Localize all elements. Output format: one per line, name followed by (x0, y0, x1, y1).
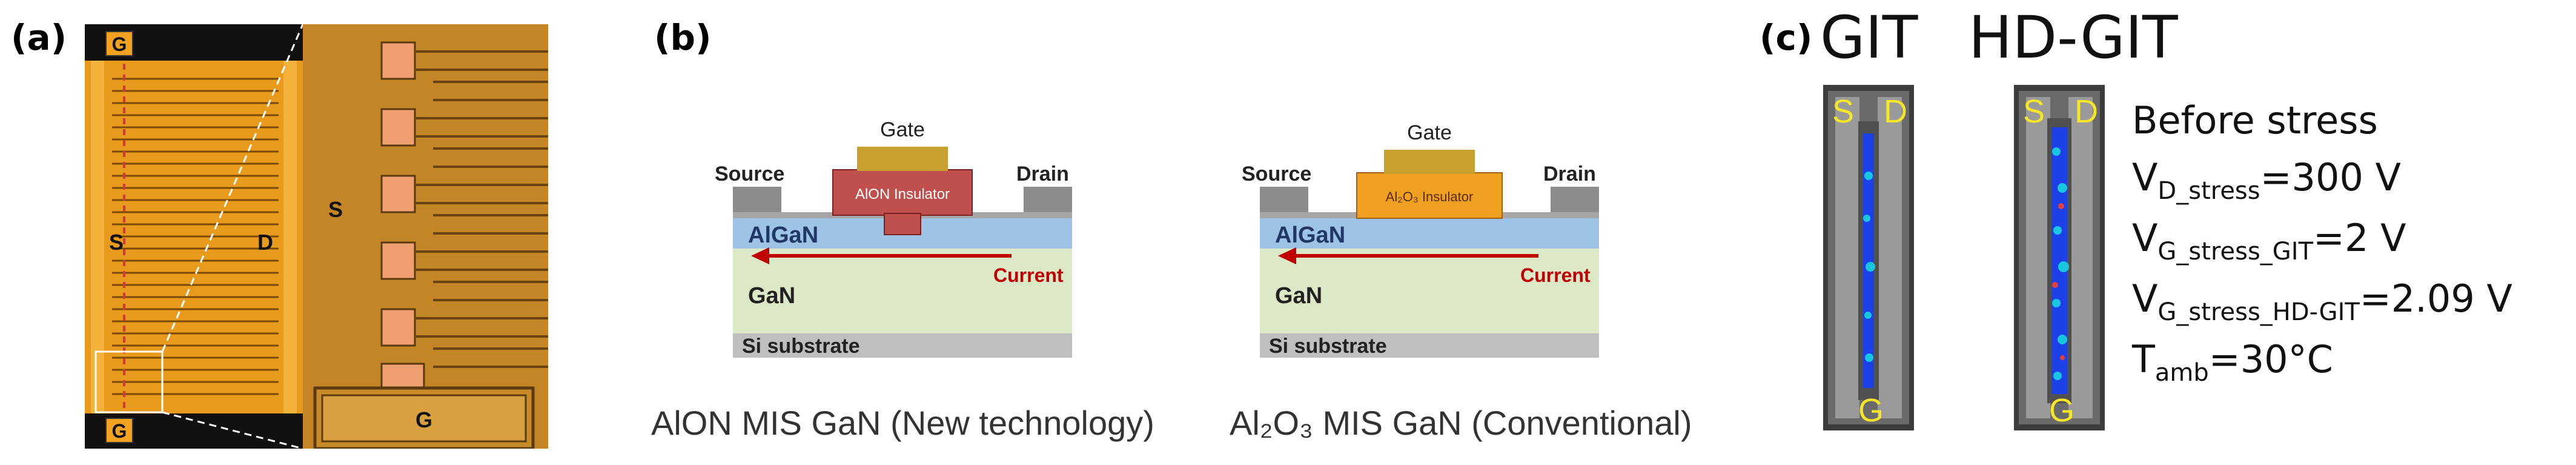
drain-label: Drain (1016, 162, 1069, 186)
insulator-label: Al₂O₃ Insulator (1386, 189, 1474, 204)
substrate-label: Si substrate (1269, 335, 1387, 358)
git-title: GIT (1820, 4, 1918, 72)
gate-metal (1384, 150, 1475, 174)
drain-label: Drain (1543, 162, 1596, 186)
gan-label: GaN (1275, 283, 1322, 309)
source-contact (1260, 187, 1308, 212)
hdgit-emission-image: S D G (2014, 85, 2105, 430)
panel-b-label: (b) (654, 17, 712, 58)
al2o3-insulator (1356, 172, 1503, 219)
current-label: Current (993, 264, 1064, 286)
gate-metal (857, 147, 948, 171)
vd-stress-condition: VD_stress=300 V (2132, 155, 2402, 205)
gan-layer (733, 249, 1072, 333)
source-label: Source (1242, 162, 1311, 186)
before-stress-label: Before stress (2132, 98, 2378, 142)
si-substrate-layer (1260, 333, 1599, 358)
alon-caption: AlON MIS GaN (New technology) (651, 404, 1154, 442)
current-arrow (751, 247, 769, 264)
device-layout-overview: G G S D (85, 24, 303, 449)
panel-a-label: (a) (11, 17, 67, 58)
device-layout-zoom: S G (303, 24, 548, 449)
al2o3-caption: Al₂O₃ MIS GaN (Conventional) (1230, 404, 1692, 442)
zoom-region-box (94, 350, 164, 413)
tamb-condition: Tamb=30°C (2132, 337, 2333, 387)
al2o3-mis-cross-section: Gate Source Drain Al₂O₃ Insulator AlGaN … (1242, 121, 1599, 358)
gan-layer (1260, 249, 1599, 333)
zoom-terminal-s: S (328, 197, 343, 222)
insulator-label: AlON Insulator (855, 186, 950, 202)
current-label: Current (1520, 264, 1591, 286)
vg-stress-git-condition: VG_stress_GIT=2 V (2132, 216, 2406, 266)
emission-trace (2051, 127, 2067, 394)
hdgit-terminal-d: D (2074, 93, 2098, 130)
current-arrow (1278, 247, 1296, 264)
zoom-terminal-g: G (416, 407, 432, 432)
git-terminal-d: D (1884, 93, 1907, 130)
gate-pad-bottom (105, 418, 133, 443)
gate-label: Gate (880, 118, 925, 141)
hdgit-title: HD-GIT (1968, 4, 2178, 72)
gate-label: Gate (1407, 121, 1452, 144)
panel-c-label: (c) (1760, 17, 1813, 58)
gan-label: GaN (748, 283, 795, 309)
algan-label: AlGaN (1275, 222, 1345, 248)
terminal-s: S (109, 230, 124, 255)
terminal-g-bottom: G (112, 420, 127, 442)
alon-mis-cross-section: Gate Source Drain AlON Insulator AlGaN C… (715, 118, 1072, 358)
substrate-label: Si substrate (742, 335, 860, 358)
terminal-d: D (257, 230, 273, 255)
git-emission-image: S D G (1823, 85, 1914, 430)
git-terminal-g: G (1858, 392, 1884, 429)
hdgit-terminal-s: S (2023, 93, 2045, 130)
source-label: Source (715, 162, 784, 186)
vg-stress-hdgit-condition: VG_stress_HD-GIT=2.09 V (2132, 276, 2512, 326)
drain-contact (1551, 187, 1599, 212)
gate-pad-top (105, 31, 133, 56)
algan-layer (1260, 218, 1599, 249)
si-substrate-layer (733, 333, 1072, 358)
git-terminal-s: S (1832, 93, 1854, 130)
hdgit-terminal-g: G (2049, 392, 2074, 429)
terminal-g-top: G (112, 33, 127, 55)
source-contact (733, 187, 781, 212)
algan-label: AlGaN (748, 222, 818, 248)
emission-trace (1863, 133, 1874, 388)
drain-contact (1024, 187, 1072, 212)
